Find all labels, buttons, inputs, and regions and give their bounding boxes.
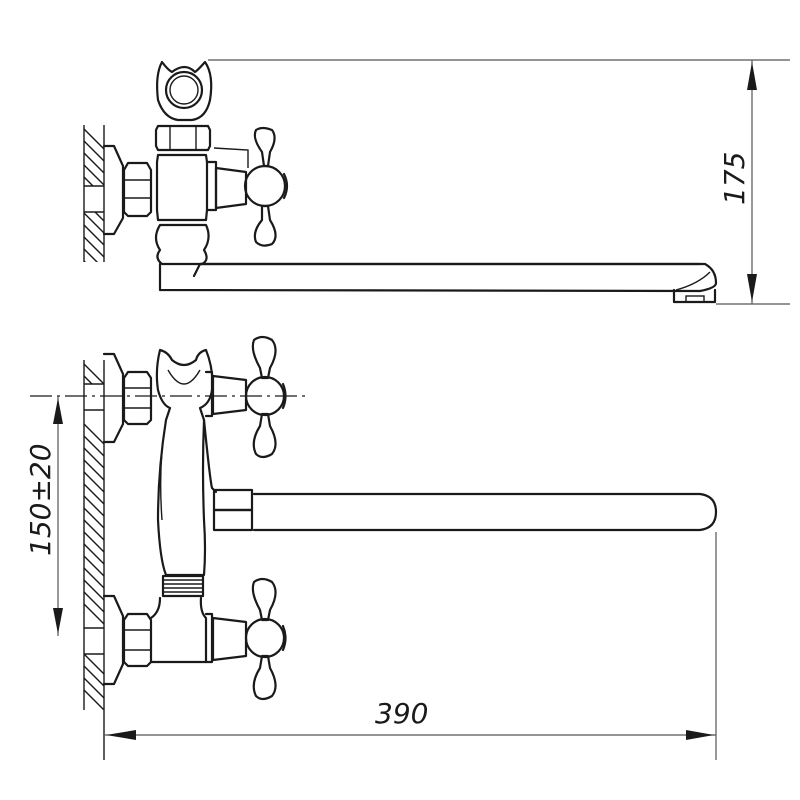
hex-nut-side [122, 161, 153, 218]
cross-handle-upper [244, 335, 287, 459]
spout-top [158, 262, 718, 293]
dimension-spout-reach: 390 [104, 532, 717, 760]
dimension-height: 175 [208, 59, 790, 305]
dimension-label-150: 150±20 [24, 443, 57, 556]
cross-handle-lower [244, 577, 287, 701]
wall-section-top [83, 125, 105, 262]
hex-nut-top [154, 124, 212, 152]
shower-outlet-top [156, 60, 213, 122]
hex-nut-upper [122, 370, 153, 426]
dimension-label-390: 390 [375, 697, 428, 730]
front-view [30, 335, 718, 760]
hex-nut-lower [122, 612, 153, 668]
spout-front [212, 488, 718, 532]
mixer-body-front [155, 348, 218, 598]
mixer-body-top [155, 153, 209, 222]
escutcheon-top [102, 144, 125, 236]
dimension-inlet-spacing: 150±20 [24, 396, 63, 636]
wall-section-front [83, 360, 105, 760]
top-view [83, 60, 718, 304]
cross-handle-top [243, 126, 289, 247]
dimension-label-175: 175 [718, 152, 751, 205]
